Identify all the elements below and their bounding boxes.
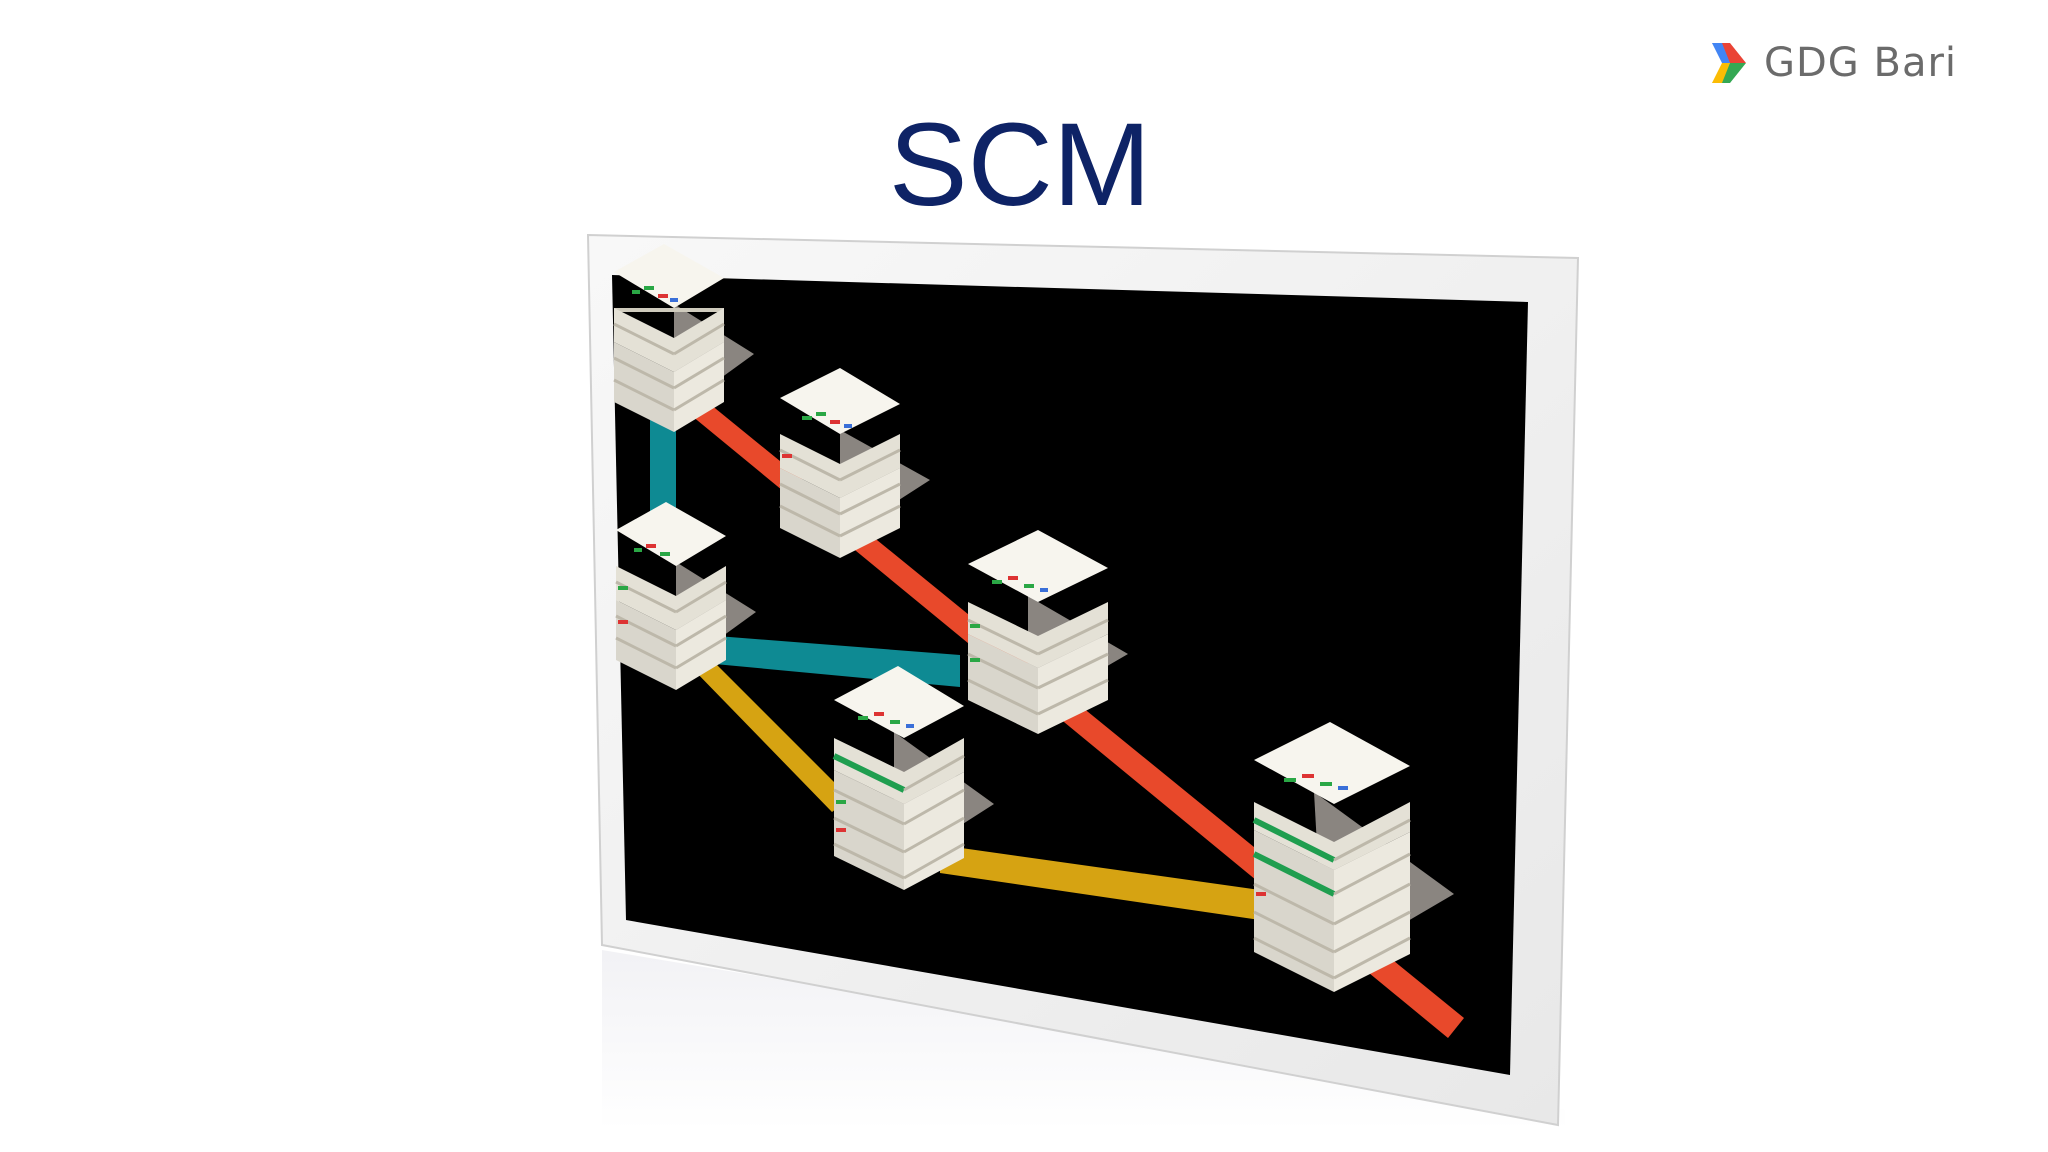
gdg-chevron-logo-icon [1712, 43, 1746, 83]
git-branch-diagram-image [586, 233, 1580, 1130]
branch-line-yellow-a [692, 656, 850, 812]
commit-stack-1 [613, 244, 754, 432]
commit-stack-4 [967, 530, 1128, 734]
gdg-brand: GDG Bari [1708, 38, 1957, 88]
commit-stack-6 [1252, 722, 1454, 992]
commit-stack-2 [779, 368, 930, 558]
slide-title-text: SCM [888, 99, 1152, 231]
branch-line-yellow-b [940, 845, 1260, 920]
commit-stack-5 [832, 666, 994, 890]
branch-line-teal-a [650, 418, 676, 528]
slide-title: SCM [0, 100, 2048, 230]
picture-reflection [602, 950, 1565, 1130]
brand-text: GDG Bari [1764, 40, 1958, 86]
commit-stack-3 [615, 502, 756, 690]
